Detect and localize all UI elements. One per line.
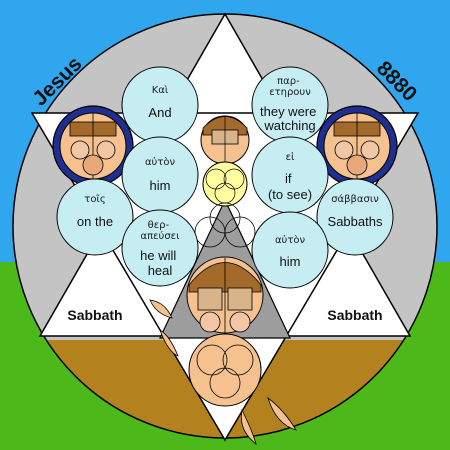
left-face-medallion (52, 105, 134, 187)
word-bubble: τοῖς on the (56, 178, 134, 256)
english-word: he will heal (140, 248, 180, 278)
bottom-body-medallion (188, 333, 262, 407)
word-bubble: Καὶ And (121, 66, 199, 144)
greek-word: αὐτὸν (275, 234, 306, 246)
center-hub (202, 161, 248, 207)
leaf-decorations (149, 299, 297, 446)
word-bubble: εἰ if (to see) (251, 136, 329, 214)
english-line: he will (140, 248, 176, 263)
greek-line: ετηρουν (269, 87, 311, 98)
english-line: watching (263, 118, 315, 133)
word-bubble: αὐτὸν him (251, 211, 329, 289)
greek-word: Καὶ (152, 84, 169, 96)
word-bubble: παρ- ετηρουν they were watching (251, 66, 329, 144)
english-word: him (150, 178, 171, 193)
english-word: And (148, 105, 171, 120)
word-bubble: θερ- απεύσει he will heal (121, 209, 199, 287)
english-word: Sabbaths (328, 214, 383, 229)
english-line: heal (148, 263, 173, 278)
sabbath-right-label: Sabbath (327, 307, 382, 323)
greek-word: σάββασιν (331, 193, 379, 205)
greek-line: θερ- (148, 220, 170, 231)
greek-word: παρ- ετηρουν (269, 76, 311, 98)
greek-line: παρ- (277, 76, 300, 87)
sabbath-left-label: Sabbath (67, 307, 122, 323)
english-word: on the (77, 214, 113, 229)
word-bubble: αὐτὸν him (121, 136, 199, 214)
lower-face (186, 256, 264, 334)
greek-word: εἰ (286, 151, 295, 163)
link-rings (194, 202, 256, 248)
english-word: him (280, 254, 301, 269)
english-line: if (285, 171, 292, 186)
word-bubble: σάββασιν Sabbaths (316, 178, 394, 256)
greek-word: τοῖς (84, 194, 105, 205)
right-face-medallion (316, 105, 398, 187)
top-face (200, 115, 250, 165)
english-word: if (to see) (268, 171, 312, 202)
greek-line: απεύσει (141, 230, 181, 242)
greek-word: αὐτὸν (145, 156, 176, 168)
greek-word: θερ- απεύσει (141, 220, 181, 242)
english-line: they were (260, 104, 316, 119)
english-line: (to see) (268, 187, 312, 202)
english-word: they were watching (260, 104, 320, 133)
